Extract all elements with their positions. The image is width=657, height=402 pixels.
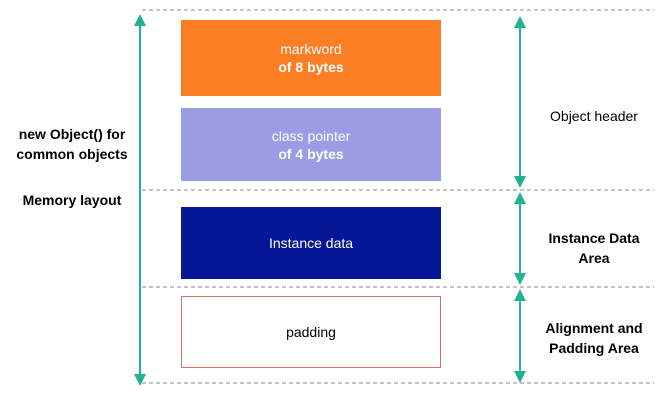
object-header-label: Object header (550, 108, 638, 124)
memory-layout-label: Memory layout (22, 192, 122, 208)
alignment-padding-area-label: Alignment and Padding Area (534, 318, 654, 358)
object-label-line2: common objects (16, 146, 128, 162)
instance-data-block: Instance data (181, 207, 441, 279)
instance-data-area-line1: Instance Data (548, 230, 640, 246)
alignment-padding-line2: Padding Area (549, 340, 639, 356)
markword-line2: of 8 bytes (278, 59, 344, 75)
class-pointer-line2: of 4 bytes (278, 145, 344, 162)
class-pointer-block: class pointer of 4 bytes (181, 108, 441, 181)
markword-block: markword of 8 bytes (181, 20, 441, 96)
instance-data-area-line2: Area (578, 250, 610, 266)
padding-line1: padding (286, 324, 336, 340)
instance-data-area-label: Instance Data Area (534, 228, 654, 268)
alignment-padding-line1: Alignment and (545, 320, 643, 336)
instance-data-line1: Instance data (268, 235, 354, 251)
class-pointer-line1: class pointer (271, 127, 351, 144)
padding-block: padding (181, 296, 441, 368)
object-label-line1: new Object() for (18, 126, 126, 142)
markword-line1: markword (280, 41, 342, 57)
object-label: new Object() for common objects (4, 124, 140, 164)
